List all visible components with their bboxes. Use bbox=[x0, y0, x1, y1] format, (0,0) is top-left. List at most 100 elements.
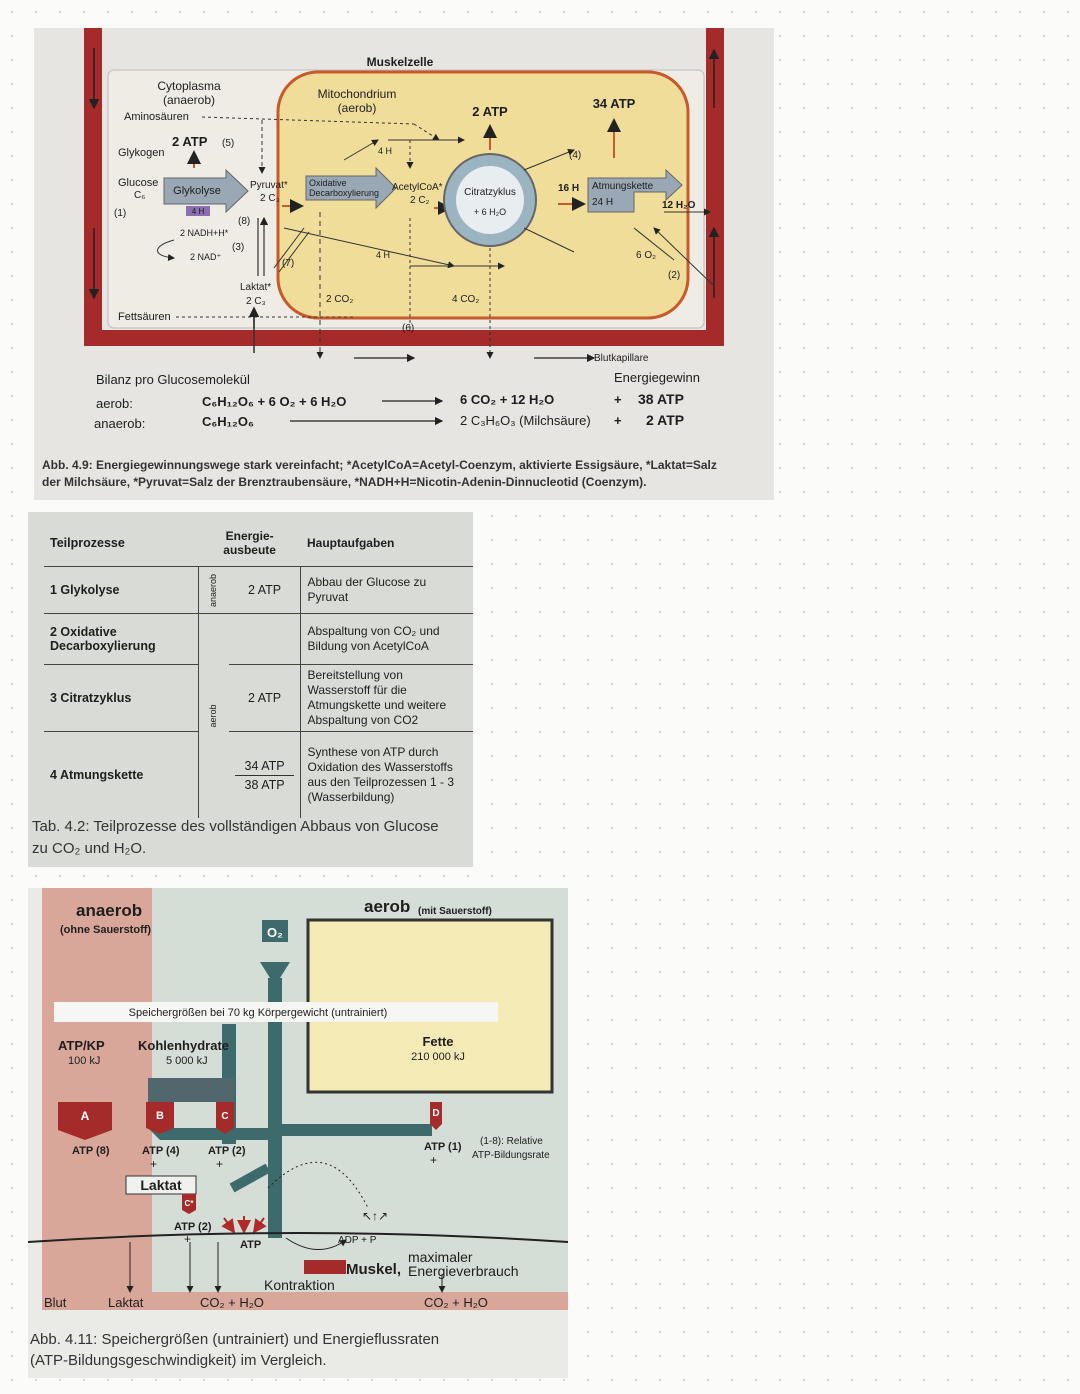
bilanz-heading: Bilanz pro Glucosemolekül bbox=[96, 372, 250, 387]
aminosaeuren-label: Aminosäuren bbox=[124, 111, 189, 123]
table-caption: Tab. 4.2: Teilprozesse des vollständigen… bbox=[32, 816, 439, 860]
laktat-c3: 2 C₃ bbox=[246, 296, 266, 307]
cell-proc: 2 Oxidative Decarboxylierung bbox=[44, 613, 199, 665]
citrat-h2o: + 6 H₂O bbox=[474, 207, 506, 217]
aerob-equation-right: 6 CO₂ + 12 H₂O bbox=[460, 392, 554, 407]
citratzyklus-label: Citratzyklus bbox=[464, 187, 516, 198]
figure-4-11: O₂ Speichergrößen bei 70 kg Körpergewich… bbox=[27, 888, 569, 1378]
table-row: 4 Atmungskette 34 ATP 38 ATP Synthese vo… bbox=[44, 731, 473, 818]
energy-pathway-diagram: Muskelzelle Cytoplasma (anaerob) Mitocho… bbox=[34, 28, 774, 500]
cell-proc: 3 Citratzyklus bbox=[44, 664, 199, 732]
header-energieausbeute: Energie- ausbeute bbox=[198, 520, 301, 567]
max-label-1: maximaler bbox=[408, 1249, 473, 1265]
small-arrows: ↖↑↗ bbox=[362, 1209, 388, 1223]
header-hauptaufgaben: Hauptaufgaben bbox=[306, 535, 395, 550]
co2-h2o-right: CO₂ + H₂O bbox=[424, 1295, 488, 1310]
co2-h2o-left: CO₂ + H₂O bbox=[200, 1295, 264, 1310]
store-c bbox=[216, 1102, 234, 1134]
store-d-label: D bbox=[432, 1108, 439, 1119]
mitochondrium-label: Mitochondrium bbox=[318, 87, 397, 101]
cell-proc: 4 Atmungskette bbox=[44, 731, 199, 818]
fettsaeuren-label: Fettsäuren bbox=[118, 311, 171, 323]
plus-b: + bbox=[150, 1157, 157, 1171]
atp-glycolysis: 2 ATP bbox=[172, 134, 208, 149]
cell-yield: 2 ATP bbox=[228, 566, 301, 614]
anaerob-equation-left: C₆H₁₂O₆ bbox=[202, 414, 254, 429]
anaerob-label: anaerob: bbox=[94, 416, 145, 431]
glykogen-label: Glykogen bbox=[118, 147, 164, 159]
anaerob-zone bbox=[42, 888, 152, 1308]
aerob-heading: aerob bbox=[364, 897, 410, 916]
atp-central: ATP bbox=[240, 1239, 261, 1251]
nadh-label: 2 NADH+H* bbox=[180, 228, 229, 238]
atp-4: ATP (4) bbox=[142, 1145, 180, 1157]
energiegewinn-heading: Energiegewinn bbox=[614, 370, 700, 385]
aerob-equation-left: C₆H₁₂O₆ + 6 O₂ + 6 H₂O bbox=[202, 394, 346, 409]
six-o2: 6 O₂ bbox=[636, 250, 656, 261]
store-b bbox=[146, 1102, 174, 1134]
label-3: (3) bbox=[232, 242, 244, 253]
cell-yield-total: 38 ATP bbox=[244, 777, 285, 792]
anaerob-vertical-label: anaerob bbox=[198, 566, 229, 614]
label-6: (6) bbox=[402, 323, 414, 334]
anaerob-subheading: (ohne Sauerstoff) bbox=[60, 924, 151, 936]
atp-kp-label: ATP/KP bbox=[58, 1038, 105, 1053]
aerob-label: aerob: bbox=[96, 396, 133, 411]
cell-yield bbox=[228, 613, 301, 665]
pyruvat-c3: 2 C₃ bbox=[260, 193, 280, 204]
atp-1: ATP (1) bbox=[424, 1141, 462, 1153]
mitochondrium-aerob: (aerob) bbox=[338, 101, 377, 115]
fette-label: Fette bbox=[422, 1034, 453, 1049]
blutkapillare-label: Blutkapillare bbox=[594, 353, 649, 364]
decarb-label: Decarboxylierung bbox=[309, 188, 379, 198]
blut-label: Blut bbox=[44, 1295, 67, 1310]
table-caption-line1: Tab. 4.2: Teilprozesse des vollständigen… bbox=[32, 818, 439, 835]
figure-caption-line1: Abb. 4.9: Energiegewinnungswege stark ve… bbox=[42, 458, 717, 472]
four-h-mid: 4 H bbox=[376, 250, 390, 260]
four-co2-label: 4 CO₂ bbox=[452, 294, 479, 305]
cell-proc: 1 Glykolyse bbox=[44, 566, 199, 614]
oxidative-decarboxylierung-box bbox=[305, 166, 397, 210]
header-energie: Energie- bbox=[225, 529, 274, 543]
store-d bbox=[430, 1102, 442, 1130]
aerob-plus: + bbox=[614, 392, 622, 407]
table-row: 1 Glykolyse anaerob 2 ATP Abbau der Gluc… bbox=[44, 566, 473, 614]
atp-2-cstar: ATP (2) bbox=[174, 1221, 212, 1233]
cytoplasma-label: Cytoplasma bbox=[157, 79, 221, 93]
atmungskette-box bbox=[587, 168, 683, 213]
four-h-top: 4 H bbox=[378, 146, 392, 156]
header-teilprozesse: Teilprozesse bbox=[50, 536, 125, 550]
adp-p-label: ADP + P bbox=[338, 1235, 377, 1246]
oxidative-label: Oxidative bbox=[309, 178, 347, 188]
acetylcoa-label: AcetylCoA* bbox=[392, 182, 443, 193]
atp-citratzyklus: 2 ATP bbox=[472, 104, 508, 119]
max-label-2: Energieverbrauch bbox=[408, 1263, 519, 1279]
cell-title: Muskelzelle bbox=[367, 55, 434, 69]
two-co2-label: 2 CO₂ bbox=[326, 294, 353, 305]
table-4-2: Teilprozesse Energie- ausbeute Hauptaufg… bbox=[28, 512, 473, 867]
cell-task: Synthese von ATP durch Oxidation des Was… bbox=[300, 731, 473, 818]
anaerob-plus: + bbox=[614, 413, 622, 428]
figure-caption-line2: der Milchsäure, *Pyruvat=Salz der Brenzt… bbox=[42, 475, 646, 489]
cell-task: Abspaltung von CO₂ und Bildung von Acety… bbox=[300, 613, 473, 665]
cell-task: Bereitstellung von Wasserstoff für die A… bbox=[300, 664, 473, 732]
label-2: (2) bbox=[668, 270, 680, 281]
store-a-label: A bbox=[81, 1109, 90, 1123]
label-1: (1) bbox=[114, 208, 126, 219]
cytoplasma-anaerob: (anaerob) bbox=[163, 93, 215, 107]
figure411-caption-line1: Abb. 4.11: Speichergrößen (untrainiert) … bbox=[30, 1331, 439, 1348]
label-8: (8) bbox=[238, 216, 250, 227]
c6-label: C₆ bbox=[134, 190, 145, 201]
store-b-label: B bbox=[156, 1110, 164, 1122]
glucose-label: Glucose bbox=[118, 177, 158, 189]
speicher-banner: Speichergrößen bei 70 kg Körpergewicht (… bbox=[129, 1007, 388, 1019]
label-7: (7) bbox=[282, 258, 294, 269]
glykolyse-label: Glykolyse bbox=[173, 185, 221, 197]
table-caption-line2: zu CO₂ und H₂O. bbox=[32, 840, 147, 857]
laktat-box: Laktat bbox=[140, 1177, 182, 1193]
anaerob-atp: 2 ATP bbox=[646, 412, 684, 428]
atp-kp-kj: 100 kJ bbox=[68, 1055, 100, 1067]
o2-label: O₂ bbox=[267, 925, 283, 940]
plus-cstar: + bbox=[184, 1232, 191, 1246]
atp-2-c: ATP (2) bbox=[208, 1145, 246, 1157]
